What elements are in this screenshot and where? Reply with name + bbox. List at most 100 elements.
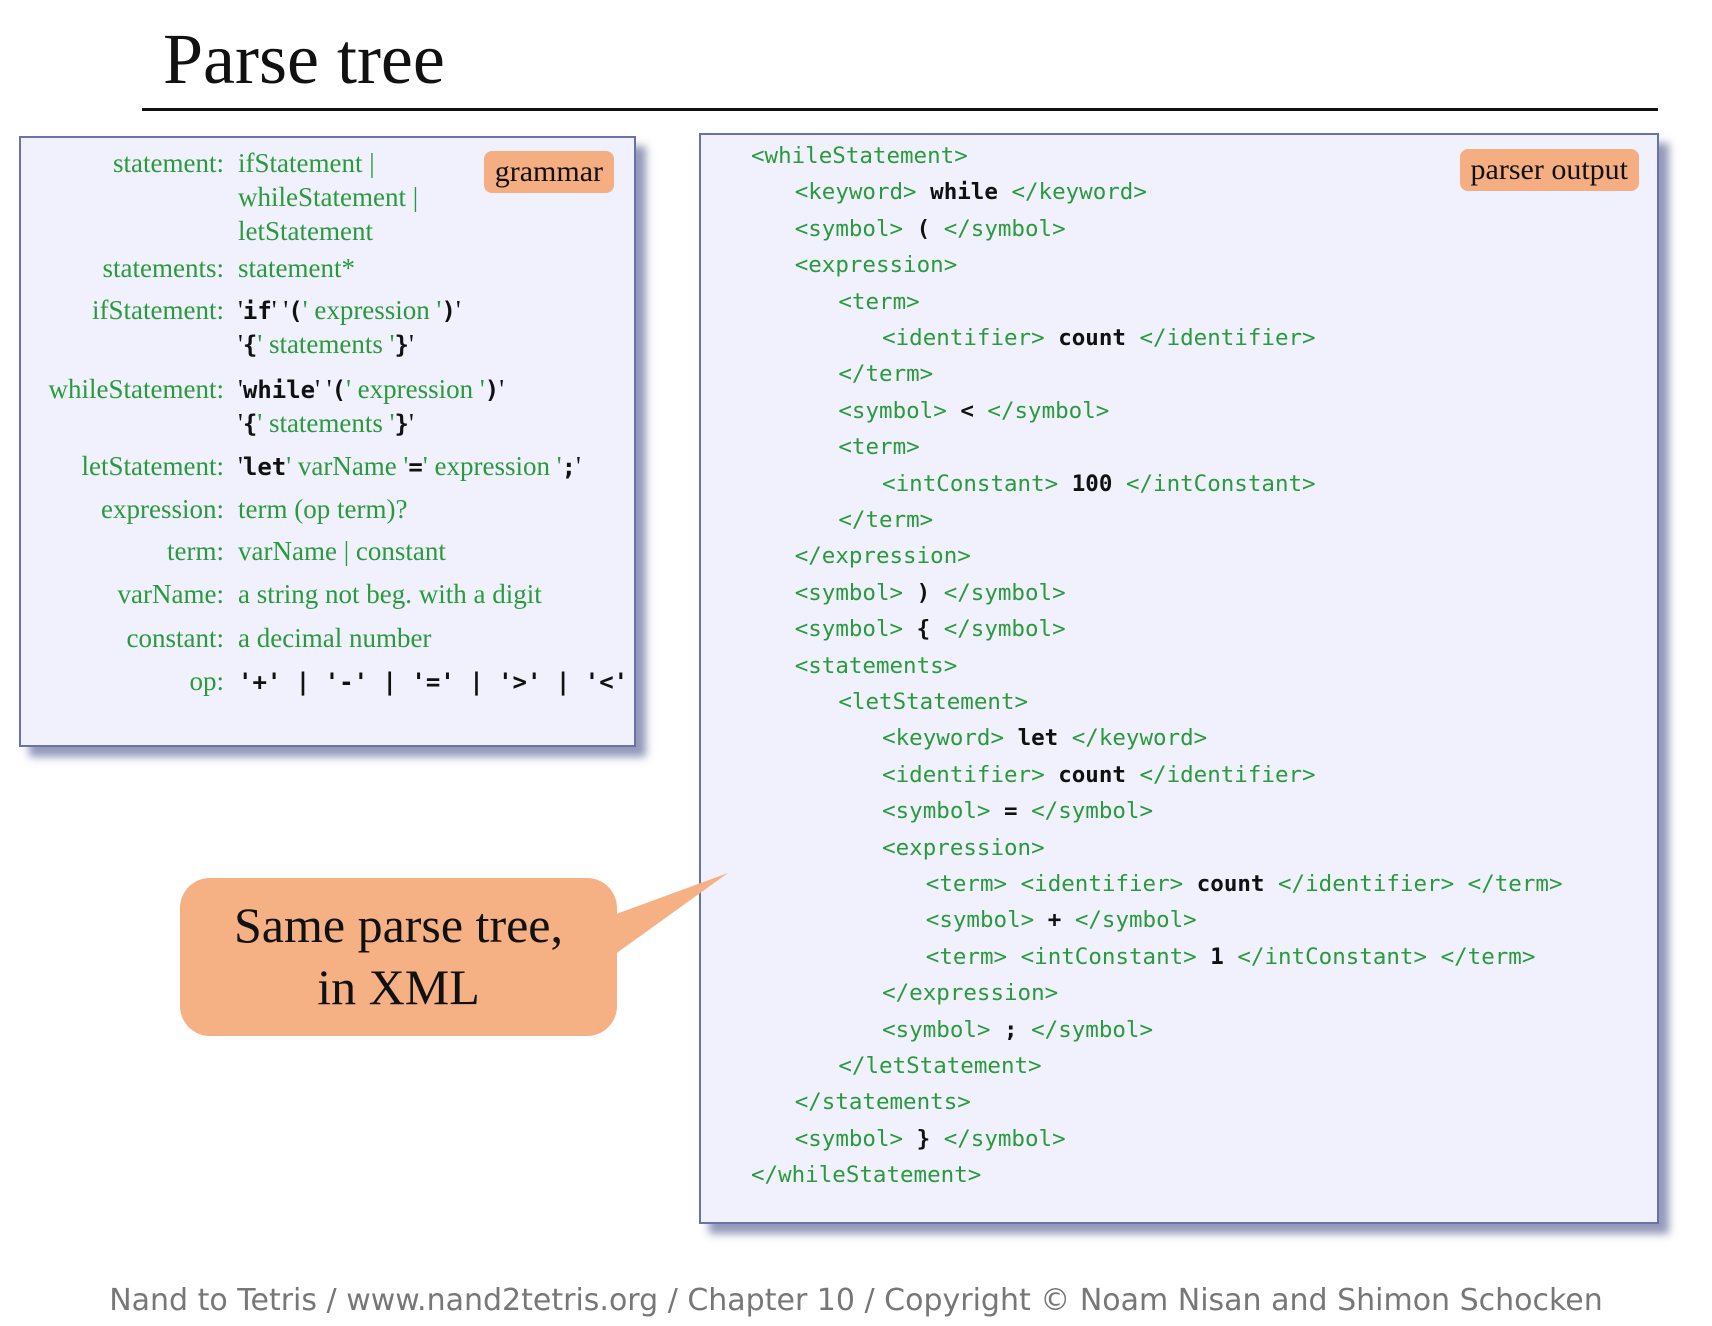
grammar-text: statement* xyxy=(238,253,355,283)
xml-value: = xyxy=(1004,798,1018,825)
literal-token: ( xyxy=(288,297,303,325)
grammar-rule-definition: ifStatement | whileStatement | letStatemen… xyxy=(238,148,418,250)
grammar-rule-name: term: xyxy=(167,536,224,566)
grammar-text: ' expression ' xyxy=(422,451,562,481)
xml-open-tag: <identifier> xyxy=(882,325,1045,351)
grammar-rule-name: varName: xyxy=(117,579,224,609)
xml-open-tag: <term> xyxy=(838,434,920,461)
definition-line: a decimal number xyxy=(238,623,431,657)
grammar-rule-name: ifStatement: xyxy=(92,295,224,325)
xml-close-tag: </symbol> xyxy=(1031,798,1154,825)
xml-close-tag: </symbol> xyxy=(943,616,1066,643)
grammar-text: ' xyxy=(238,451,243,481)
xml-line: <keyword> while </keyword> xyxy=(795,179,1147,205)
definition-line: 'let' varName '=' expression ';' xyxy=(238,451,581,485)
xml-line: <term> xyxy=(838,289,919,315)
grammar-rule-name: statements: xyxy=(102,253,224,283)
literal-token: while xyxy=(242,376,316,404)
xml-close-tag: </symbol> xyxy=(987,397,1110,424)
xml-open-tag: <symbol> xyxy=(794,616,904,643)
grammar-text: ' xyxy=(238,295,243,325)
parser-output-badge: parser output xyxy=(1459,149,1639,191)
xml-value: ; xyxy=(1004,1016,1018,1043)
xml-value: ) xyxy=(916,579,931,606)
xml-line: </whileStatement> xyxy=(751,1162,981,1188)
xml-line: <symbol> = </symbol> xyxy=(882,798,1153,824)
xml-open-tag: <symbol> xyxy=(838,397,947,424)
xml-open-tag: </expression> xyxy=(882,980,1059,1007)
xml-open-tag: <term> xyxy=(838,288,920,315)
callout-bubble: Same parse tree, in XML xyxy=(180,878,617,1036)
xml-line: <term> <identifier> count </identifier> … xyxy=(926,871,1563,897)
xml-line: <symbol> } </symbol> xyxy=(795,1126,1066,1152)
xml-value: + xyxy=(1047,907,1062,934)
slide-title: Parse tree xyxy=(163,19,445,99)
grammar-text: ' xyxy=(238,408,243,438)
footer-copyright: Nand to Tetris / www.nand2tetris.org / C… xyxy=(109,1283,1603,1318)
xml-line: </expression> xyxy=(882,980,1058,1006)
definition-line: letStatement xyxy=(238,216,418,250)
grammar-rule-definition: 'let' varName '=' expression ';' xyxy=(238,451,581,485)
definition-line: whileStatement | xyxy=(238,182,418,216)
xml-close-tag: </keyword> xyxy=(1071,725,1208,752)
xml-open-tag: <keyword> xyxy=(794,179,917,206)
xml-close-tag: </symbol> xyxy=(943,579,1066,606)
literal-token: { xyxy=(242,331,258,359)
definition-line: 'while' '(' expression ')' xyxy=(238,374,504,408)
literal-token: ) xyxy=(484,376,500,404)
grammar-rule-definition: 'while' '(' expression ')''{' statements… xyxy=(238,374,504,442)
xml-value: let xyxy=(1017,725,1059,752)
xml-close-tag: </intConstant> xyxy=(1125,470,1316,497)
xml-line: <keyword> let </keyword> xyxy=(882,725,1207,751)
xml-line: <letStatement> xyxy=(838,689,1028,715)
xml-value: count xyxy=(1058,325,1126,351)
xml-open-tag: </letStatement> xyxy=(838,1053,1042,1079)
xml-value: } xyxy=(916,1125,931,1152)
xml-close-tag: </symbol> xyxy=(1074,907,1197,934)
xml-close-tag: </symbol> xyxy=(943,1125,1066,1152)
xml-open-tag: <expression> xyxy=(794,252,958,279)
definition-line: 'if' '(' expression ')' xyxy=(238,295,461,329)
xml-open-tag: <whileStatement> xyxy=(751,143,968,169)
grammar-text: ' xyxy=(238,374,243,404)
literal-token: { xyxy=(242,410,258,438)
literal-token: ( xyxy=(331,376,347,404)
grammar-text: ' xyxy=(455,295,461,325)
xml-close-tag: </identifier> xyxy=(1139,761,1316,788)
grammar-text: ' xyxy=(408,408,414,438)
xml-open-tag: <identifier> xyxy=(882,761,1045,788)
definition-line: '{' statements '}' xyxy=(238,329,461,363)
xml-open-tag: <letStatement> xyxy=(838,689,1029,715)
grammar-text: ifStatement | xyxy=(238,148,375,178)
literal-token: if xyxy=(242,297,272,325)
xml-close-tag: </symbol> xyxy=(1031,1016,1154,1043)
xml-line: <symbol> { </symbol> xyxy=(795,616,1066,642)
literal-token: let xyxy=(242,453,287,481)
grammar-text: whileStatement | xyxy=(238,182,419,212)
definition-line: a string not beg. with a digit xyxy=(238,579,542,613)
xml-value: { xyxy=(916,616,931,643)
grammar-rule-definition: statement* xyxy=(238,253,355,287)
xml-line: <identifier> count </identifier> xyxy=(882,762,1316,788)
grammar-rule-definition: a decimal number xyxy=(238,623,431,657)
grammar-text: ' expression ' xyxy=(302,295,442,325)
xml-open-tag: <term> <intConstant> xyxy=(925,943,1197,970)
xml-open-tag: </whileStatement> xyxy=(751,1162,982,1189)
grammar-text: ' ' xyxy=(271,295,289,325)
literal-token: '+' | '-' | '=' | '>' | '<' xyxy=(238,668,629,696)
grammar-text: varName | constant xyxy=(238,536,446,566)
xml-line: <whileStatement> xyxy=(751,143,968,169)
xml-line: <expression> xyxy=(882,835,1045,861)
xml-value: < xyxy=(960,397,974,424)
grammar-text: ' xyxy=(576,451,581,481)
xml-value: count xyxy=(1058,761,1126,788)
definition-line: ifStatement | xyxy=(238,148,418,182)
grammar-text: ' statements ' xyxy=(257,408,395,438)
grammar-text: letStatement xyxy=(238,216,373,246)
parser-output-panel: parser output <whileStatement> <keyword>… xyxy=(699,133,1659,1224)
definition-line: '{' statements '}' xyxy=(238,408,504,442)
xml-open-tag: <keyword> xyxy=(882,725,1005,752)
grammar-rule-definition: 'if' '(' expression ')''{' statements '}… xyxy=(238,295,461,363)
xml-line: </statements> xyxy=(795,1089,971,1115)
xml-close-tag: </identifier> </term> xyxy=(1278,871,1563,897)
